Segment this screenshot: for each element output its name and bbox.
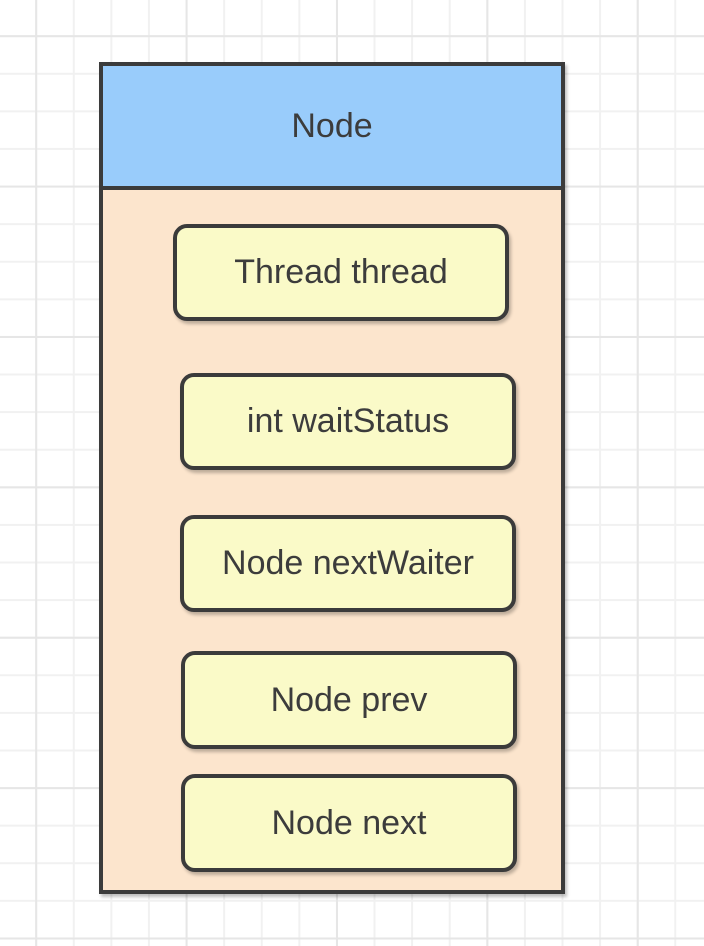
field-label: int waitStatus bbox=[246, 402, 450, 440]
node-class-title: Node bbox=[291, 106, 373, 145]
field-box-next[interactable]: Node next bbox=[181, 774, 517, 872]
field-label: Node nextWaiter bbox=[222, 544, 474, 582]
field-label: Thread thread bbox=[234, 253, 448, 291]
field-box-thread[interactable]: Thread thread bbox=[173, 224, 509, 321]
field-label: Node prev bbox=[270, 680, 428, 719]
field-label: Node next bbox=[271, 803, 427, 842]
field-box-waitstatus[interactable]: int waitStatus bbox=[180, 373, 516, 470]
field-box-nextwaiter[interactable]: Node nextWaiter bbox=[180, 515, 516, 612]
node-class-shape[interactable]: Node Thread thread int waitStatus Node n… bbox=[99, 62, 565, 894]
node-class-header[interactable]: Node bbox=[103, 66, 561, 190]
field-box-prev[interactable]: Node prev bbox=[181, 651, 517, 749]
